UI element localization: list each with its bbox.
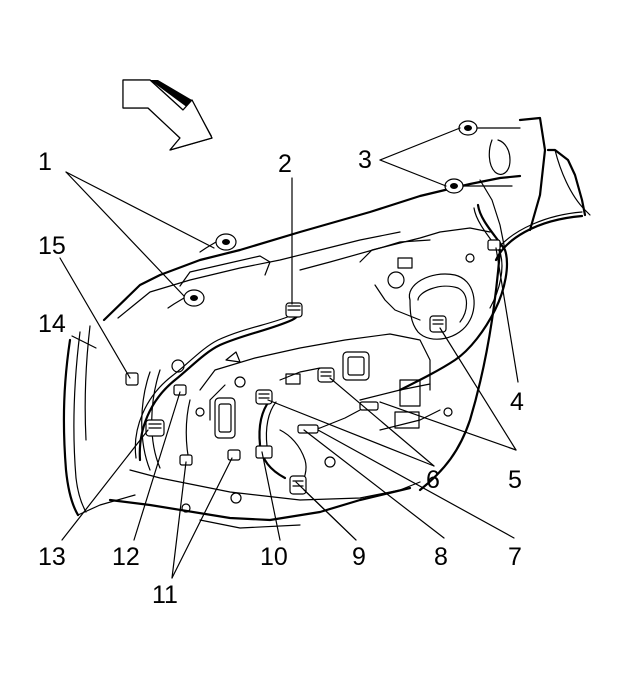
harness-loop: [488, 139, 511, 175]
leader-9b: [295, 481, 357, 541]
push-pin-1-upper-icon: [199, 233, 237, 253]
leader-14: [71, 335, 97, 349]
inner-panel-details: [179, 227, 502, 340]
connector-10-icon: [255, 445, 273, 459]
leader-8: [303, 429, 445, 539]
leader-7: [317, 429, 515, 539]
leader-1b: [65, 171, 185, 297]
callout-14: 14: [38, 310, 66, 338]
leader-15: [59, 257, 131, 379]
callout-2: 2: [278, 150, 292, 178]
door-outer-skin: [62, 325, 136, 517]
leader-11a: [171, 461, 187, 579]
callout-13: 13: [38, 543, 66, 571]
leader-10: [261, 451, 281, 541]
harness-clip-12-icon: [173, 384, 187, 396]
leader-6b: [267, 399, 435, 467]
harness-clip-7-icon: [359, 401, 379, 411]
push-pin-3-upper-icon: [458, 120, 521, 136]
connector-2-icon: [285, 302, 303, 318]
callout-7: 7: [508, 543, 522, 571]
connectors: [125, 120, 521, 495]
callout-8: 8: [434, 543, 448, 571]
leader-4: [495, 247, 519, 383]
connector-13-icon: [145, 419, 165, 437]
callout-3: 3: [358, 146, 372, 174]
harness-clip-11-icon: [179, 449, 241, 466]
leader-5b: [379, 401, 517, 451]
callout-12: 12: [112, 543, 140, 571]
callout-6: 6: [426, 466, 440, 494]
callout-4: 4: [510, 388, 524, 416]
connector-9-icon: [289, 475, 307, 495]
leader-13: [61, 429, 149, 541]
leader-1a: [65, 171, 215, 249]
push-pin-3-lower-icon: [444, 178, 513, 194]
connector-6-lower-icon: [255, 389, 273, 405]
harness-clip-4-icon: [487, 239, 501, 251]
push-pin-1-lower-icon: [167, 289, 205, 309]
leader-5a: [439, 327, 517, 451]
door-inner-panel: [102, 116, 591, 529]
leader-3a: [379, 127, 461, 161]
callout-9: 9: [352, 543, 366, 571]
connector-5-icon: [429, 315, 447, 333]
callout-15: 15: [38, 232, 66, 260]
callout-10: 10: [260, 543, 288, 571]
callout-labels: 1 2 3 4 5 6 7 8 9 10 11 12 13 14 15: [38, 146, 524, 609]
callout-5: 5: [508, 466, 522, 494]
direction-arrow-icon: [122, 79, 213, 151]
harness-clip-8-icon: [297, 424, 319, 434]
callout-1: 1: [38, 148, 52, 176]
callout-11: 11: [152, 581, 178, 609]
leader-lines: [59, 127, 519, 579]
leader-11b: [171, 457, 233, 579]
leader-12: [133, 391, 181, 541]
leader-6a: [329, 377, 435, 467]
leader-3b: [379, 159, 447, 187]
